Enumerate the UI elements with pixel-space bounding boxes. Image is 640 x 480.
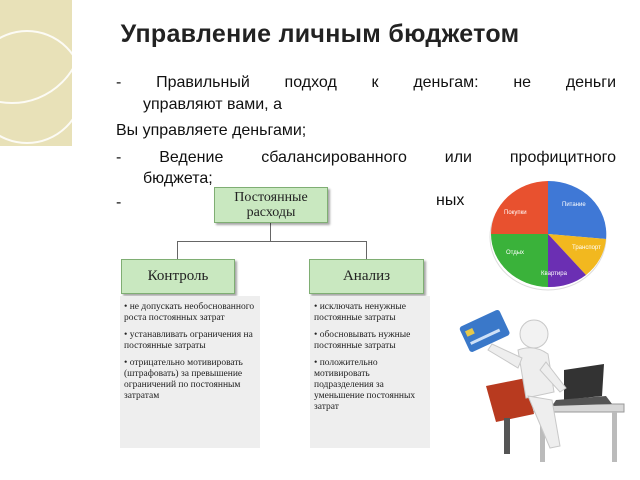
pie-label-pitanie: Питание — [562, 202, 586, 208]
pie-label-kvartira: Квартира — [541, 271, 568, 277]
card-chip — [464, 327, 475, 337]
person-body — [517, 347, 555, 399]
pie-slice-pokupki — [491, 181, 548, 234]
control-item: • не допускать необоснованного роста пос… — [124, 302, 255, 323]
bullet-4-fragment: ных — [436, 192, 465, 209]
pie-slice-otdyh — [491, 234, 548, 287]
fixed-costs-line-2: расходы — [246, 205, 296, 220]
pie-slice-transport — [548, 234, 606, 275]
connector-right — [366, 241, 367, 259]
bullet-1-line-2: управляют вами, а — [143, 96, 282, 113]
bullet-3-line-1: - Ведение сбалансированного или профицит… — [116, 149, 616, 166]
control-item: • отрицательно мотивировать (штрафовать)… — [124, 358, 243, 401]
bullet-4-dash: - — [116, 194, 122, 211]
analysis-item: • положительно мотивировать подразделени… — [314, 358, 416, 412]
desk-leg — [612, 412, 617, 462]
control-item: • устанавливать ограничения на постоянны… — [124, 330, 253, 351]
analysis-box: Анализ — [309, 259, 424, 294]
fixed-costs-line-1: Постоянные — [234, 190, 308, 205]
connector-vertical — [270, 223, 271, 241]
person-leg — [527, 395, 561, 449]
person-arm — [539, 361, 567, 393]
pie-slice-kvartira — [548, 234, 586, 288]
desk-leg — [540, 412, 545, 462]
bullet-3-line-2: бюджета; — [143, 170, 213, 187]
fixed-costs-box: Постоянные расходы — [214, 187, 328, 223]
budget-pie-illustration: Питание Транспорт Квартира Отдых Покупки — [486, 177, 610, 291]
laptop-screen — [564, 364, 604, 400]
slide-title: Управление личным бюджетом — [120, 20, 520, 48]
analysis-item: • исключать ненужные постоянные затраты — [314, 302, 406, 323]
laptop-base — [552, 396, 612, 406]
control-box: Контроль — [121, 259, 235, 294]
analysis-items-panel: • исключать ненужные постоянные затраты … — [310, 296, 430, 448]
bullet-1-line-1: - Правильный подход к деньгам: не деньги — [116, 74, 616, 91]
bullet-2: Вы управляете деньгами; — [116, 122, 307, 139]
card-number — [470, 328, 501, 345]
control-items-panel: • не допускать необоснованного роста пос… — [120, 296, 260, 448]
decorative-ring — [0, 30, 72, 144]
pie-slice-pitanie — [548, 180, 607, 239]
person-arm — [487, 343, 523, 369]
chair-leg — [504, 418, 510, 454]
pie-label-otdyh: Отдых — [506, 250, 524, 256]
chair-seat — [486, 378, 534, 422]
connector-horizontal — [177, 241, 367, 242]
decorative-corner-band — [0, 0, 72, 146]
pie-label-transport: Транспорт — [572, 245, 601, 251]
pie-label-pokupki: Покупки — [504, 210, 527, 216]
person-head — [519, 319, 549, 349]
analysis-item: • обосновывать нужные постоянные затраты — [314, 330, 411, 351]
connector-left — [177, 241, 178, 259]
person-with-card-laptop-illustration — [456, 296, 626, 466]
